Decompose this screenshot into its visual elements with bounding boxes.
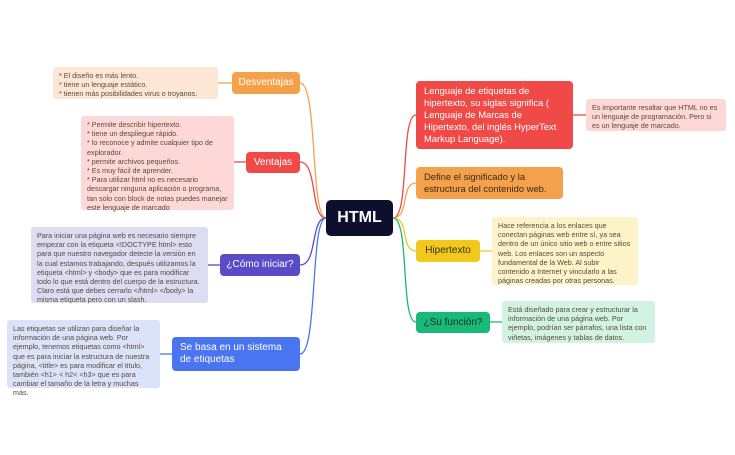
- topic-define[interactable]: Define el significado y la estructura de…: [416, 167, 563, 199]
- topic-como-iniciar-label: ¿Cómo iniciar?: [226, 259, 294, 270]
- central-topic[interactable]: HTML: [326, 200, 393, 236]
- central-topic-label: HTML: [337, 209, 382, 226]
- link-lenguaje: [392, 114, 417, 219]
- topic-funcion[interactable]: ¿Su función?: [416, 312, 490, 333]
- topic-hipertexto-label: Hipertexto: [425, 245, 471, 256]
- link-hipertexto: [392, 217, 417, 252]
- note-sistema-etiquetas: Las etiquetas se utilizan para diseñar l…: [7, 320, 160, 397]
- link-desventajas: [266, 82, 327, 219]
- topic-ventajas[interactable]: Ventajas: [246, 152, 300, 173]
- note-ventajas: * Permite describir hipertexto. * tiene …: [81, 116, 234, 212]
- topic-lenguaje-etiquetas-label: Lenguaje de etiquetas de hipertexto, su …: [424, 85, 557, 144]
- topic-como-iniciar[interactable]: ¿Cómo iniciar?: [220, 254, 300, 276]
- topic-define-label: Define el significado y la estructura de…: [424, 171, 547, 194]
- topic-lenguaje-etiquetas[interactable]: Lenguaje de etiquetas de hipertexto, su …: [416, 81, 573, 149]
- note-lenguaje-etiquetas: Es importante resaltar que HTML no es un…: [586, 99, 726, 131]
- topic-desventajas-label: Desventajas: [238, 77, 294, 88]
- topic-sistema-etiquetas[interactable]: Se basa en un sistema de etiquetas: [172, 337, 300, 371]
- note-como-iniciar: Para iniciar una página web es necesario…: [31, 227, 208, 304]
- link-define: [392, 182, 417, 219]
- link-sistema: [299, 217, 327, 355]
- note-funcion: Está diseñado para crear y estructurar l…: [502, 301, 655, 343]
- link-como-iniciar: [299, 217, 327, 266]
- topic-ventajas-label: Ventajas: [253, 156, 293, 168]
- link-funcion: [392, 217, 417, 323]
- topic-desventajas[interactable]: Desventajas: [232, 72, 300, 94]
- note-hipertexto: Hace referencia a los enlaces que conect…: [492, 217, 638, 285]
- topic-sistema-etiquetas-label: Se basa en un sistema de etiquetas: [180, 342, 282, 365]
- link-ventajas: [299, 161, 327, 219]
- topic-hipertexto[interactable]: Hipertexto: [416, 240, 480, 262]
- note-desventajas: * El diseño es más lento. * tiene un len…: [53, 67, 218, 99]
- topic-funcion-label: ¿Su función?: [423, 316, 483, 328]
